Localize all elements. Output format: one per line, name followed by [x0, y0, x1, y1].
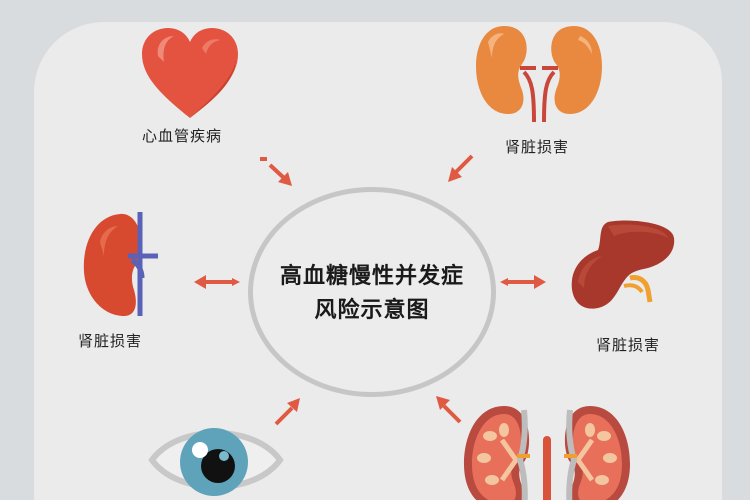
- label-kidney-left: 肾脏损害: [78, 332, 143, 350]
- label-liver: 肾脏损害: [596, 336, 661, 354]
- arrow-kidney-left-bidirectional: [194, 275, 240, 289]
- arrow-heart-to-center: [260, 157, 292, 186]
- arrow-kidneys-top-to-center: [448, 154, 474, 182]
- eye-icon: [148, 428, 284, 496]
- diagram-title-line1: 高血糖慢性并发症: [279, 264, 464, 289]
- diagram-title-line2: 风险示意图: [314, 298, 430, 323]
- kidney-icon: [83, 212, 158, 316]
- heart-icon: [142, 28, 238, 118]
- label-kidney-top-right: 肾脏损害: [505, 138, 570, 156]
- label-cardiovascular: 心血管疾病: [142, 127, 223, 145]
- kidney-cross-section-icon: [464, 406, 630, 500]
- arrow-liver-bidirectional: [500, 275, 546, 289]
- kidneys-icon: [476, 26, 602, 122]
- center-circle: 高血糖慢性并发症 风险示意图: [248, 187, 496, 397]
- arrow-center-to-eye: [274, 398, 300, 426]
- arrow-center-to-kidneys-bottom: [436, 396, 462, 424]
- liver-icon: [571, 220, 675, 309]
